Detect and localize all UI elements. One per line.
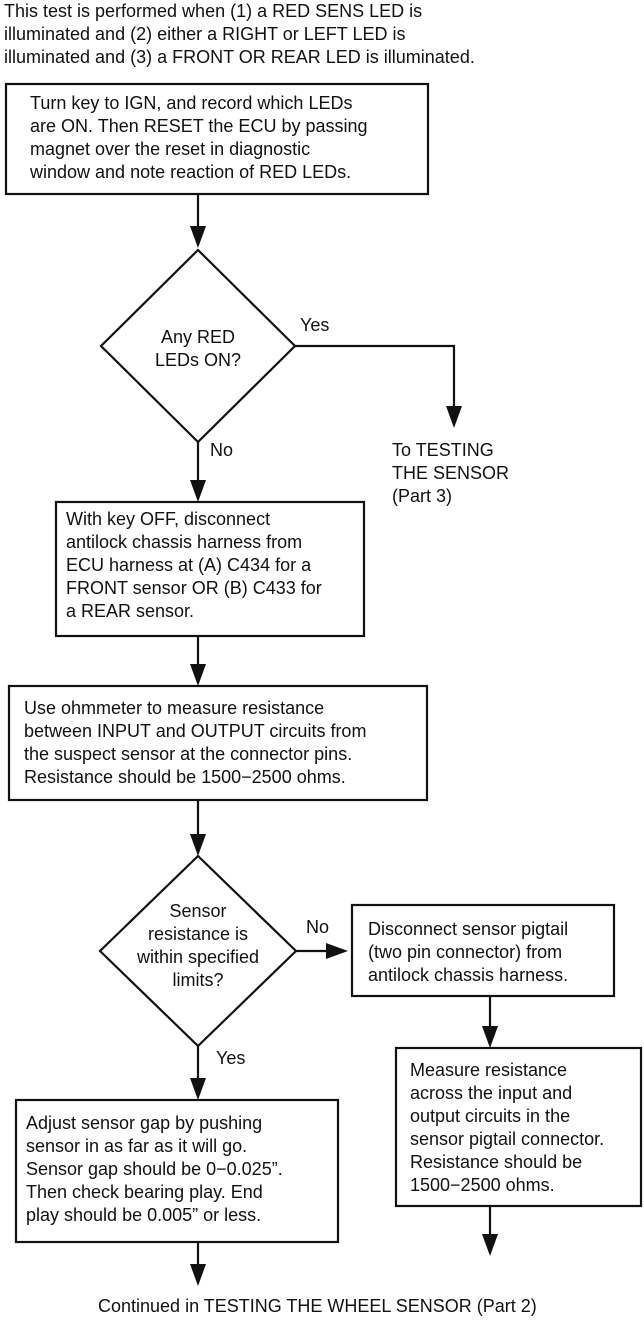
- step-measure-resistance-line-1: Use ohmmeter to measure resistance: [24, 698, 324, 718]
- step-adjust-gap-line-4: Then check bearing play. End: [26, 1182, 263, 1202]
- arrowhead-2: [446, 406, 462, 428]
- decision-resistance-line-1: Sensor: [169, 901, 226, 921]
- step-measure-resistance: Use ohmmeter to measure resistance betwe…: [7, 684, 429, 802]
- label-yes-1: Yes: [300, 315, 329, 335]
- step-reset-ecu-line-2: are ON. Then RESET the ECU by passing: [30, 116, 368, 136]
- step-measure-resistance-line-2: between INPUT and OUTPUT circuits from: [24, 721, 366, 741]
- decision-resistance-line-3: within specified: [136, 947, 259, 967]
- step-reset-ecu: Turn key to IGN, and record which LEDs a…: [4, 82, 430, 196]
- step-measure-pigtail: Measure resistance across the input and …: [394, 1046, 643, 1208]
- connector-yes-to-testing-sensor: [293, 344, 456, 418]
- arrowhead-10: [190, 1264, 206, 1286]
- arrowhead-7: [190, 1078, 206, 1100]
- step-measure-pigtail-line-5: Resistance should be: [410, 1152, 582, 1172]
- decision-red-leds-diamond: [99, 248, 297, 444]
- arrowhead-1: [190, 226, 206, 248]
- decision-red-leds-line-1: Any RED: [161, 327, 235, 347]
- step-measure-pigtail-box: [394, 1046, 643, 1208]
- step-reset-ecu-line-1: Turn key to IGN, and record which LEDs: [30, 93, 352, 113]
- step-reset-ecu-box: [4, 82, 430, 196]
- step-disconnect-pigtail-box: [350, 903, 616, 998]
- decision-resistance-line-2: resistance is: [148, 924, 248, 944]
- arrowheads: [190, 226, 498, 1286]
- step-adjust-gap-line-5: play should be 0.005” or less.: [26, 1205, 261, 1225]
- step-disconnect-harness-line-2: antilock chassis harness from: [66, 532, 302, 552]
- decision-red-leds: Any RED LEDs ON?: [99, 248, 297, 444]
- step-measure-pigtail-line-3: output circuits in the: [410, 1106, 570, 1126]
- step-measure-resistance-line-3: the suspect sensor at the connector pins…: [24, 744, 352, 764]
- step-disconnect-harness-line-3: ECU harness at (A) C434 for a: [66, 555, 312, 575]
- step-disconnect-harness-line-4: FRONT sensor OR (B) C433 for: [66, 578, 322, 598]
- step-disconnect-harness-line-5: a REAR sensor.: [66, 601, 194, 621]
- arrowhead-6: [326, 943, 348, 959]
- step-measure-resistance-line-4: Resistance should be 1500−2500 ohms.: [24, 767, 346, 787]
- step-adjust-gap-box: [14, 1098, 340, 1244]
- step-measure-pigtail-line-4: sensor pigtail connector.: [410, 1129, 604, 1149]
- arrowhead-9: [482, 1234, 498, 1256]
- step-disconnect-harness-box: [54, 500, 366, 638]
- step-measure-pigtail-line-6: 1500−2500 ohms.: [410, 1175, 555, 1195]
- step-measure-pigtail-line-1: Measure resistance: [410, 1060, 567, 1080]
- step-disconnect-pigtail: Disconnect sensor pigtail (two pin conne…: [350, 903, 616, 998]
- step-disconnect-harness-line-1: With key OFF, disconnect: [66, 509, 270, 529]
- arrowhead-8: [482, 1026, 498, 1048]
- decision-resistance-line-4: limits?: [172, 970, 223, 990]
- outcome-testing-sensor-line-2: THE SENSOR: [392, 463, 509, 483]
- step-measure-resistance-box: [7, 684, 429, 802]
- label-yes-2: Yes: [216, 1048, 245, 1068]
- step-adjust-gap-line-3: Sensor gap should be 0−0.025”.: [26, 1159, 283, 1179]
- decision-resistance: Sensor resistance is within specified li…: [98, 854, 298, 1048]
- step-measure-pigtail-line-2: across the input and: [410, 1083, 572, 1103]
- intro-text: This test is performed when (1) a RED SE…: [4, 1, 475, 67]
- label-no-1: No: [210, 440, 233, 460]
- decision-resistance-diamond: [98, 854, 298, 1048]
- step-reset-ecu-line-3: magnet over the reset in diagnostic: [30, 139, 310, 159]
- step-adjust-gap-line-2: sensor in as far as it will go.: [26, 1136, 247, 1156]
- label-no-2: No: [306, 917, 329, 937]
- step-reset-ecu-line-4: window and note reaction of RED LEDs.: [29, 162, 351, 182]
- arrowhead-4: [190, 664, 206, 686]
- step-disconnect-pigtail-line-1: Disconnect sensor pigtail: [368, 919, 568, 939]
- step-disconnect-pigtail-line-2: (two pin connector) from: [368, 942, 562, 962]
- decision-red-leds-line-2: LEDs ON?: [155, 350, 241, 370]
- arrowhead-3: [190, 480, 206, 502]
- intro-line-2: illuminated and (2) either a RIGHT or LE…: [4, 24, 406, 44]
- step-disconnect-harness: With key OFF, disconnect antilock chassi…: [54, 500, 366, 638]
- intro-line-1: This test is performed when (1) a RED SE…: [4, 1, 422, 21]
- step-adjust-gap-line-1: Adjust sensor gap by pushing: [26, 1113, 262, 1133]
- arrowhead-5: [190, 834, 206, 856]
- outcome-continued: Continued in TESTING THE WHEEL SENSOR (P…: [98, 1296, 537, 1316]
- step-adjust-gap: Adjust sensor gap by pushing sensor in a…: [14, 1098, 340, 1244]
- outcome-testing-sensor-line-1: To TESTING: [392, 440, 494, 460]
- step-disconnect-pigtail-line-3: antilock chassis harness.: [368, 965, 568, 985]
- outcome-testing-sensor: To TESTING THE SENSOR (Part 3): [392, 440, 509, 506]
- intro-line-3: illuminated and (3) a FRONT OR REAR LED …: [4, 47, 475, 67]
- outcome-testing-sensor-line-3: (Part 3): [392, 486, 452, 506]
